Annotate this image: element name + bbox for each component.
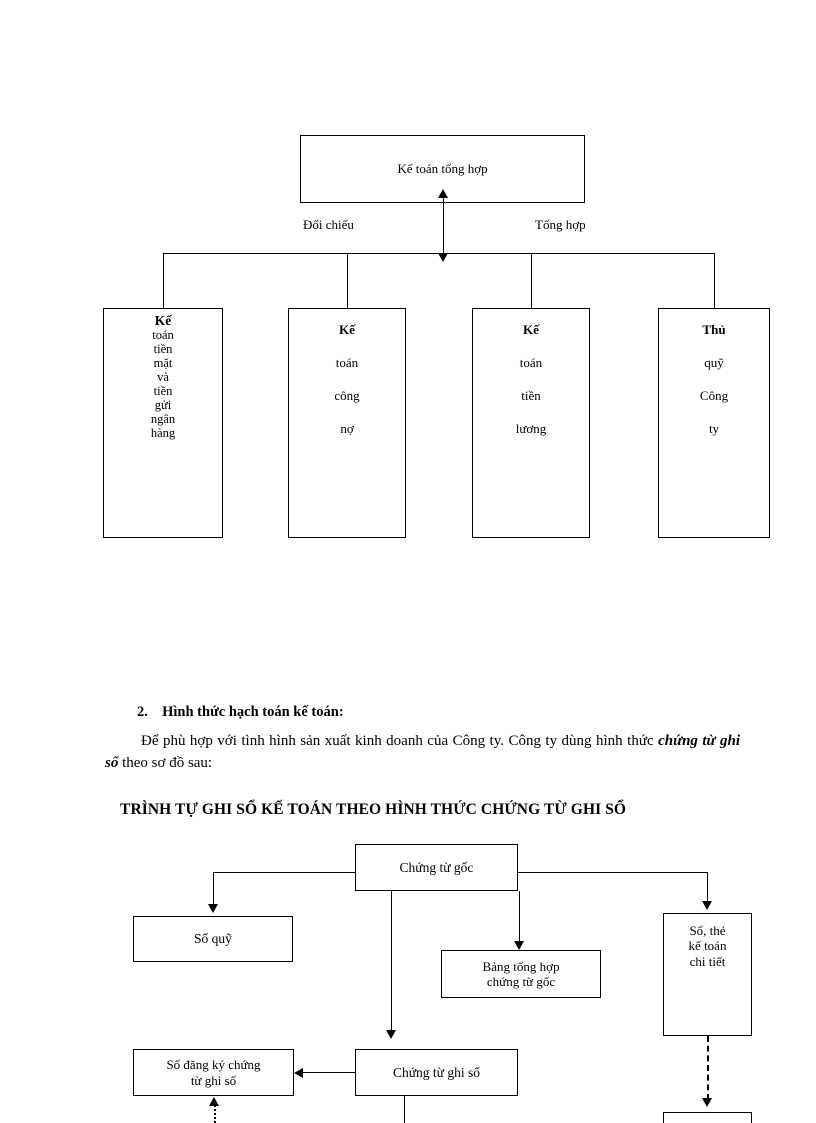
arrow-down-icon (438, 253, 448, 262)
section-number: 2. (137, 704, 148, 720)
org-box-4-word-2: quỹ (704, 355, 724, 371)
flow-box-so-quy-label: Sổ quỹ (194, 931, 232, 947)
org-box-4-word-1: Thủ (702, 322, 726, 337)
org-box-ke-toan-tong-hop-label: Kế toán tổng hợp (397, 161, 488, 177)
org-box-2-word-1: Kế (339, 322, 355, 337)
org-box-3-word-2: toán (519, 355, 543, 371)
section-paragraph: Để phù hợp với tình hình sản xuất kinh d… (105, 731, 740, 775)
flow-box-so-the-ke-toan-chi-tiet[interactable]: Sổ, thẻ kế toán chi tiết (663, 913, 752, 1036)
paragraph-part-2: theo sơ đồ sau: (118, 754, 213, 771)
org-box-ke-toan-cong-no[interactable]: Kế toán công nợ (288, 308, 406, 538)
org-box-1-word-1: Kế (154, 313, 172, 328)
flow-box-bang-tong-hop-chung-tu-goc[interactable]: Bảng tổng hợp chứng từ gốc (441, 950, 601, 998)
arrow-down-icon (386, 1030, 396, 1039)
org-box-4-word-3: Công (699, 388, 729, 404)
arrow-down-icon (702, 901, 712, 910)
org-box-1-word-9: hàng (150, 426, 176, 441)
arrow-up-icon (209, 1097, 219, 1106)
org-box-1-word-5: và (157, 370, 169, 385)
org-drop-line-1 (163, 253, 164, 315)
flow-chart-title: TRÌNH TỰ GHI SỔ KẾ TOÁN THEO HÌNH THỨC C… (120, 801, 627, 818)
org-box-3-word-4: lương (515, 421, 547, 437)
arrow-up-icon (438, 189, 448, 198)
flow-box-chung-tu-ghi-so[interactable]: Chứng từ ghi sổ (355, 1049, 518, 1096)
section-heading-text: Hình thức hạch toán kế toán: (162, 704, 344, 720)
org-box-3-word-3: tiền (521, 388, 541, 404)
org-box-2-word-3: công (334, 388, 360, 404)
arrow-down-icon (702, 1098, 712, 1107)
org-box-thu-quy-cong-ty[interactable]: Thủ quỹ Công ty (658, 308, 770, 538)
flow-box-chung-tu-goc-label: Chứng từ gốc (399, 859, 474, 875)
flow-connector-dotted-bottom-left (214, 1105, 216, 1123)
org-box-1-word-7: gửi (154, 398, 172, 413)
flow-box-so-the-ke-toan-chi-tiet-label: Sổ, thẻ kế toán chi tiết (688, 923, 727, 969)
org-box-2-word-2: toán (335, 355, 359, 371)
org-box-ke-toan-tien-mat-ngan-hang[interactable]: Kế toán tiền mặt và tiền gửi ngân hàng (103, 308, 223, 538)
flow-connector-to-so-the-ke-toan (707, 872, 708, 903)
org-box-4-word-4: ty (708, 421, 720, 437)
flow-connector-to-so-dang-ky (303, 1072, 355, 1073)
org-box-1-word-3: tiền (153, 342, 173, 357)
flow-box-chung-tu-goc[interactable]: Chứng từ gốc (355, 844, 518, 891)
arrow-down-icon (208, 904, 218, 913)
flow-box-so-dang-ky-chung-tu-ghi-so-label: Sổ đăng ký chứng từ ghi sổ (166, 1057, 261, 1088)
flow-box-partial-bottom-right[interactable] (663, 1112, 752, 1123)
org-drop-line-4 (714, 253, 715, 315)
org-box-1-word-2: toán (152, 328, 174, 343)
org-bus-line (163, 253, 714, 254)
arrow-down-icon (514, 941, 524, 950)
org-edge-label-left: Đối chiếu (303, 217, 354, 232)
flow-box-chung-tu-ghi-so-label: Chứng từ ghi sổ (392, 1064, 481, 1080)
paragraph-part-1: Để phù hợp với tình hình sản xuất kinh d… (141, 733, 659, 749)
org-box-ke-toan-tien-luong[interactable]: Kế toán tiền lương (472, 308, 590, 538)
flow-connector-to-bang-tong-hop (519, 891, 520, 943)
arrow-left-icon (294, 1068, 303, 1078)
flow-box-bang-tong-hop-chung-tu-goc-label: Bảng tổng hợp chứng từ gốc (482, 958, 560, 989)
org-box-1-word-6: tiền (153, 384, 173, 399)
flow-connector-dashed-right (707, 1036, 709, 1100)
flow-box-so-quy[interactable]: Sổ quỹ (133, 916, 293, 962)
org-box-1-word-4: mặt (153, 356, 173, 371)
section-heading: 2. Hình thức hạch toán kế toán: (137, 704, 344, 721)
paragraph-emphasis: chứng từ ghi sổ (105, 733, 740, 771)
org-box-1-word-8: ngân (150, 412, 176, 427)
flow-bus-right (518, 872, 708, 873)
org-edge-label-right: Tổng hợp (535, 217, 586, 232)
flow-connector-to-chung-tu-ghi-so (391, 891, 392, 1032)
flow-connector-below-chung-tu-ghi-so (404, 1096, 405, 1123)
flow-bus-left (213, 872, 355, 873)
org-box-3-word-1: Kế (523, 322, 539, 337)
org-drop-line-3 (531, 253, 532, 315)
org-connector-vertical (443, 196, 444, 256)
org-box-2-word-4: nợ (340, 421, 354, 437)
flow-connector-to-so-quy (213, 872, 214, 906)
flow-box-so-dang-ky-chung-tu-ghi-so[interactable]: Sổ đăng ký chứng từ ghi sổ (133, 1049, 294, 1096)
org-drop-line-2 (347, 253, 348, 315)
